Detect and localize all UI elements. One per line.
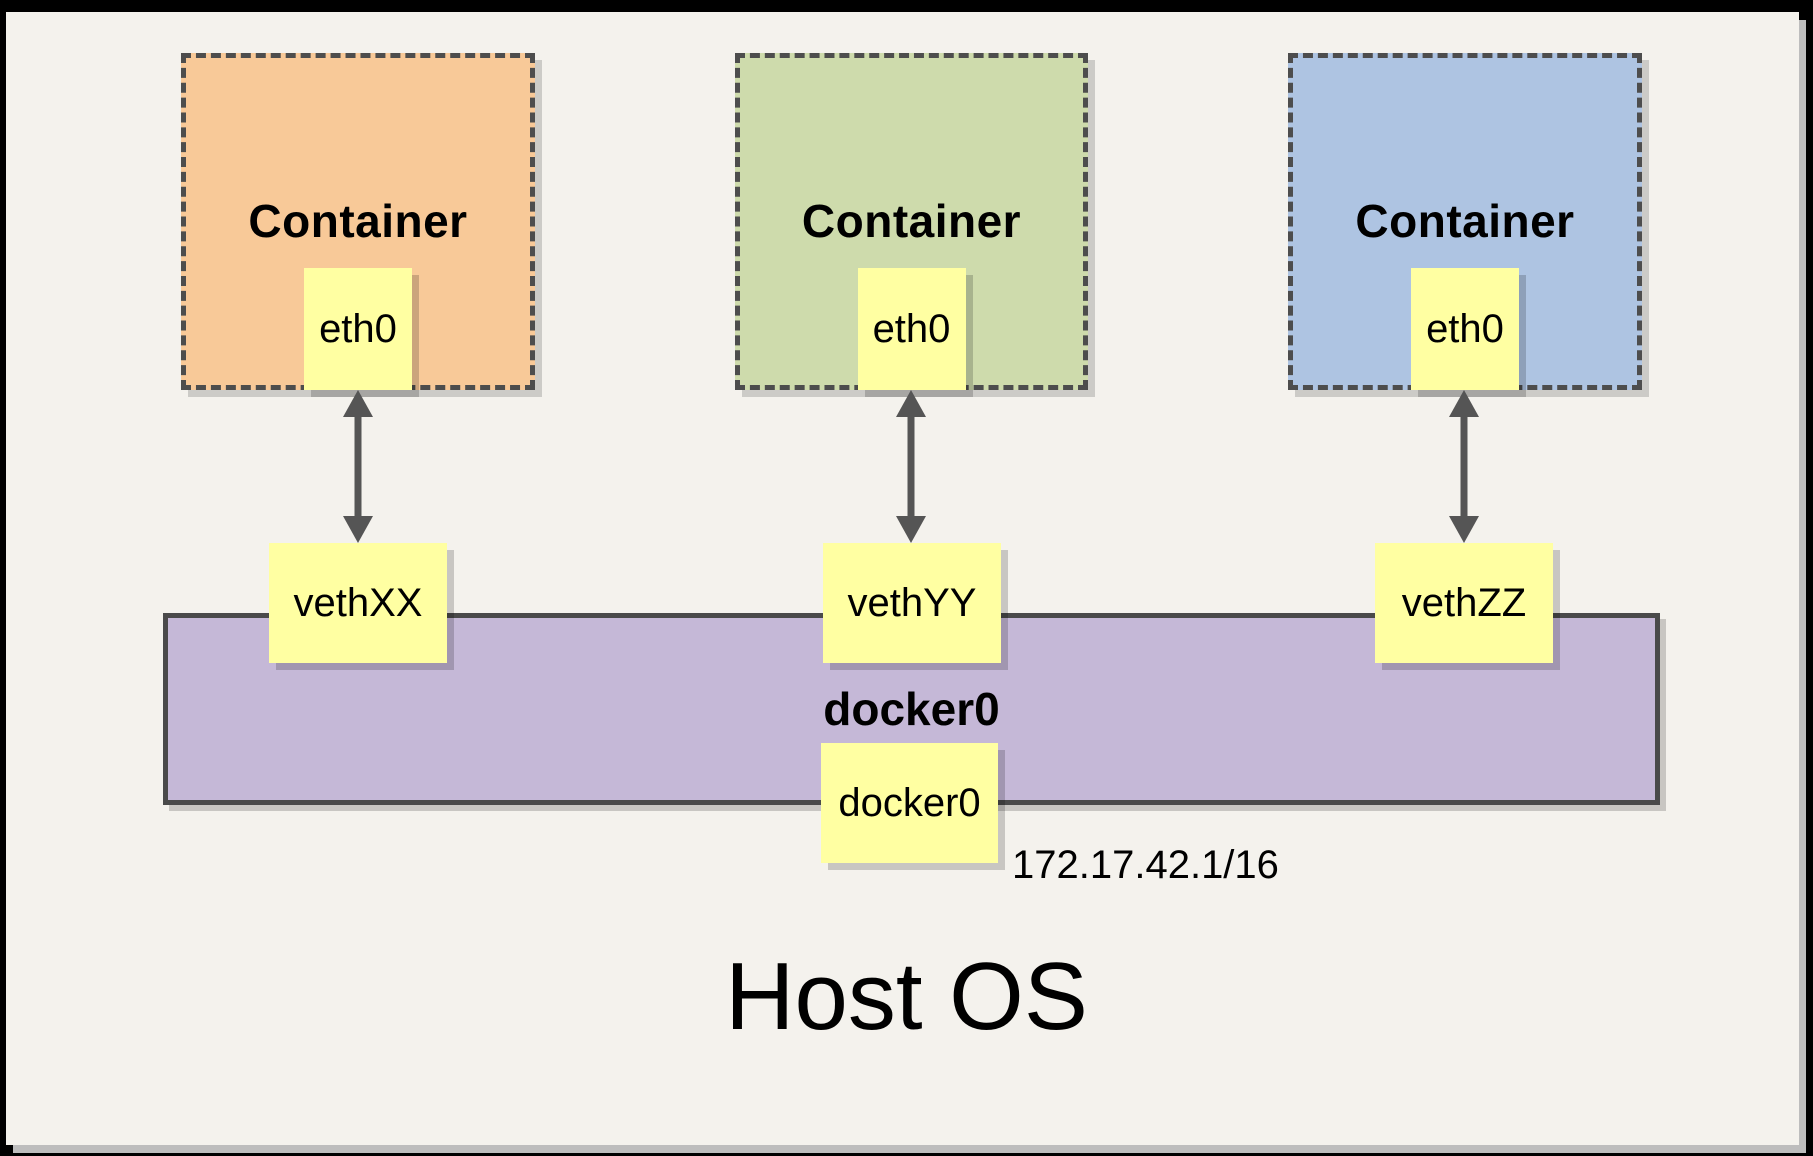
vethXX-interface: vethXX bbox=[269, 543, 447, 663]
container-1-eth0-interface: eth0 bbox=[304, 268, 412, 390]
container-box-3: Container eth0 bbox=[1288, 53, 1642, 390]
docker0-ip-address: 172.17.42.1/16 bbox=[1012, 843, 1279, 887]
arrow-container1-veth-icon bbox=[343, 390, 373, 543]
container-2-label: Container bbox=[801, 195, 1022, 247]
container-box-1: Container eth0 bbox=[181, 53, 535, 390]
container-2-eth0-interface: eth0 bbox=[857, 268, 966, 390]
arrow-container3-veth-icon bbox=[1449, 390, 1479, 543]
vethYY-label: vethYY bbox=[847, 580, 977, 625]
docker0-interface: docker0 bbox=[821, 743, 998, 863]
vethYY-interface: vethYY bbox=[823, 543, 1001, 663]
vethZZ-label: vethZZ bbox=[1401, 580, 1527, 625]
container-3-label: Container bbox=[1355, 195, 1575, 247]
container-3-eth0-label: eth0 bbox=[1426, 306, 1504, 351]
vethZZ-interface: vethZZ bbox=[1375, 543, 1553, 663]
container-3-eth0-interface: eth0 bbox=[1411, 268, 1519, 390]
container-2-eth0-label: eth0 bbox=[872, 306, 951, 351]
docker0-bridge-label: docker0 bbox=[823, 683, 1000, 735]
container-box-2: Container eth0 bbox=[735, 53, 1088, 390]
docker0-interface-label: docker0 bbox=[838, 780, 981, 825]
host-os-title: Host OS bbox=[725, 943, 1088, 1050]
vethXX-label: vethXX bbox=[293, 580, 423, 625]
container-1-eth0-label: eth0 bbox=[319, 306, 397, 351]
container-1-label: Container bbox=[248, 195, 468, 247]
arrow-container2-veth-icon bbox=[896, 390, 926, 543]
